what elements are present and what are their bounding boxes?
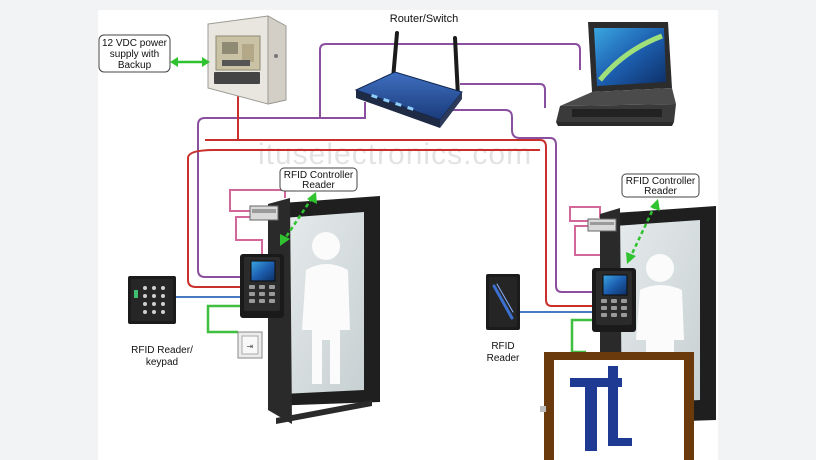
power-supply-label-line1: 12 VDC power <box>102 38 168 49</box>
rfid-reader-right <box>486 274 520 330</box>
reader-right-label-line2: Reader <box>487 353 520 364</box>
network-cables <box>197 43 594 293</box>
power-supply-label-line3: Backup <box>118 60 152 71</box>
left-exit-button: ⇥ <box>237 331 263 359</box>
power-cables <box>187 88 594 307</box>
data-cables <box>176 296 594 313</box>
left-controller-keypad <box>249 285 275 303</box>
tl-logo <box>540 352 694 460</box>
power-supply-link-arrow <box>170 57 210 67</box>
left-door-maglock <box>249 205 279 221</box>
power-supply-label-line2: supply with <box>110 49 159 60</box>
rfid-reader-keypad <box>128 276 176 324</box>
right-wireless-link <box>626 199 660 264</box>
right-controller-label-line2: Reader <box>644 186 677 197</box>
router-label: Router/Switch <box>390 13 458 25</box>
left-door <box>268 196 380 424</box>
power-supply-label: 12 VDC power supply with Backup <box>98 34 171 73</box>
router-icon <box>354 31 463 128</box>
reader-keypad-label-line1: RFID Reader/ <box>131 345 193 356</box>
right-controller-label: RFID Controller Reader <box>621 173 700 198</box>
right-rfid-controller <box>592 268 636 332</box>
laptop-icon <box>556 22 676 126</box>
right-door-maglock <box>587 218 617 232</box>
left-wireless-link <box>280 192 317 246</box>
left-controller-label-line2: Reader <box>302 180 335 191</box>
power-supply-box <box>207 15 287 105</box>
left-controller-label-line1: RFID Controller <box>284 170 354 181</box>
right-controller-keypad <box>601 299 627 317</box>
left-controller-label: RFID Controller Reader <box>279 167 358 192</box>
reader-right-label-line1: RFID <box>491 341 514 352</box>
left-rfid-controller <box>240 254 284 318</box>
reader-keypad-label-line2: keypad <box>146 357 178 368</box>
right-controller-label-line1: RFID Controller <box>626 176 696 187</box>
watermark: ituselectronics.com <box>258 138 532 171</box>
left-exit-button-symbol: ⇥ <box>247 342 254 351</box>
